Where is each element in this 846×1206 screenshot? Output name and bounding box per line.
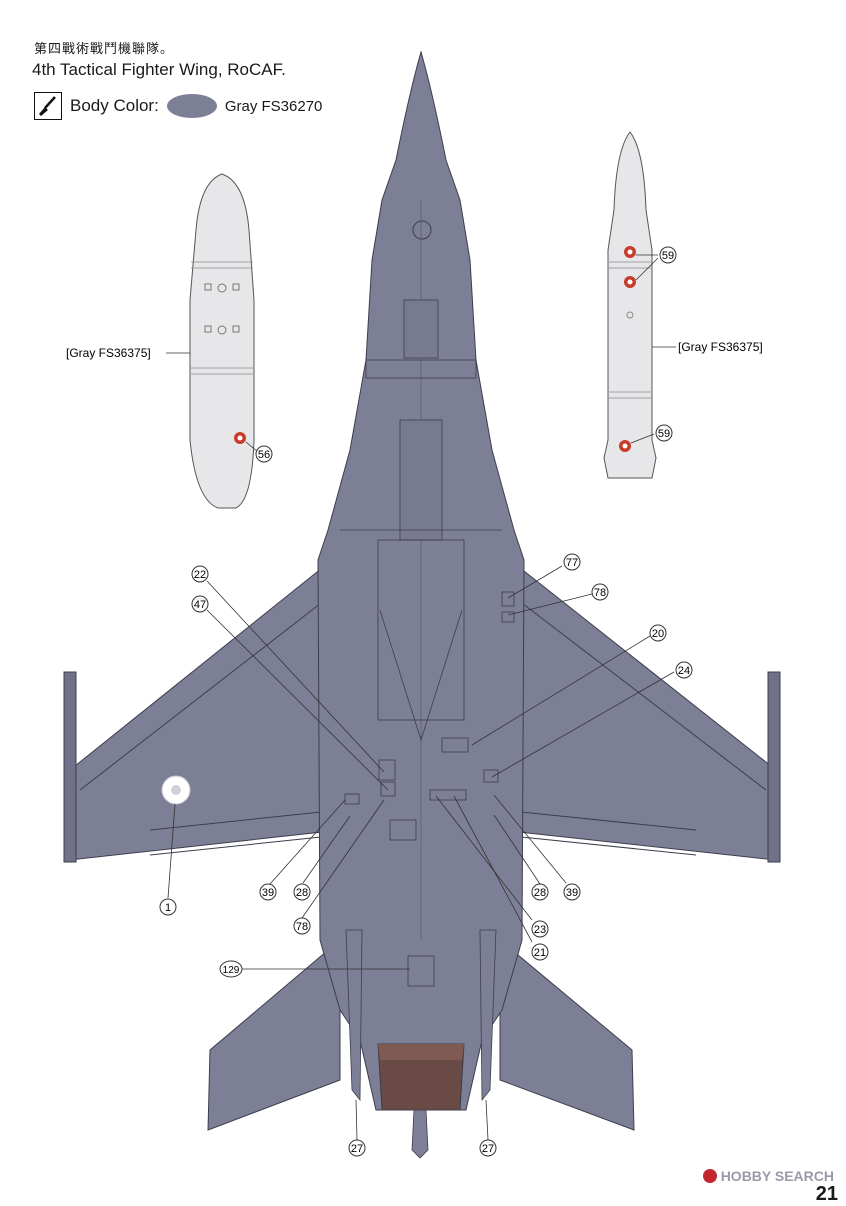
svg-text:47: 47 <box>194 599 206 611</box>
svg-text:20: 20 <box>652 628 664 640</box>
svg-text:28: 28 <box>534 887 546 899</box>
unit-title-chinese: 第四戰術戰鬥機聯隊。 <box>34 42 175 57</box>
paintbrush-icon <box>34 92 62 120</box>
body-color-value: Gray FS36270 <box>224 97 323 115</box>
callout-markers: 56 59 59 22 47 77 78 20 24 1 39 28 78 28… <box>159 246 693 1157</box>
callout-129: 129 <box>219 960 243 978</box>
callout-78-bottom: 78 <box>293 917 311 935</box>
svg-text:21: 21 <box>534 947 546 959</box>
callout-27-right: 27 <box>479 1139 497 1157</box>
page-number: 21 <box>815 1183 838 1205</box>
callout-59-bottom: 59 <box>655 424 673 442</box>
svg-text:23: 23 <box>534 924 546 936</box>
svg-text:129: 129 <box>223 965 240 976</box>
right-tank-color-label: [Gray FS36375] <box>678 340 763 354</box>
watermark: HOBBY SEARCH <box>702 1168 834 1184</box>
aircraft-underside <box>63 50 781 1159</box>
svg-text:27: 27 <box>351 1143 363 1155</box>
svg-text:39: 39 <box>262 887 274 899</box>
callout-21: 21 <box>531 943 549 961</box>
callout-24: 24 <box>675 661 693 679</box>
callout-78-top: 78 <box>591 583 609 601</box>
svg-text:77: 77 <box>566 557 578 569</box>
callout-28-left: 28 <box>293 883 311 901</box>
watermark-text: HOBBY SEARCH <box>720 1168 834 1184</box>
callout-27-left: 27 <box>348 1139 366 1157</box>
hobby-search-logo-icon <box>702 1169 717 1183</box>
callout-56: 56 <box>255 445 273 463</box>
svg-text:1: 1 <box>165 902 171 914</box>
svg-text:24: 24 <box>678 665 690 677</box>
svg-text:56: 56 <box>258 449 270 461</box>
callout-77: 77 <box>563 553 581 571</box>
svg-text:22: 22 <box>194 569 206 581</box>
left-tank-color-label: [Gray FS36375] <box>66 346 151 360</box>
callout-28-right: 28 <box>531 883 549 901</box>
leader-lines <box>167 565 675 1141</box>
callout-1: 1 <box>159 898 177 916</box>
body-color-row: Body Color: Gray FS36270 <box>34 90 322 122</box>
body-color-swatch <box>166 94 217 118</box>
callout-59-top: 59 <box>659 246 677 264</box>
callout-20: 20 <box>649 624 667 642</box>
svg-text:59: 59 <box>662 250 674 262</box>
unit-title-english: 4th Tactical Fighter Wing, RoCAF. <box>32 60 286 79</box>
svg-text:78: 78 <box>594 587 606 599</box>
svg-text:27: 27 <box>482 1143 494 1155</box>
callout-22: 22 <box>191 565 209 583</box>
left-drop-tank <box>166 173 259 509</box>
body-color-label: Body Color: <box>70 96 159 115</box>
svg-text:59: 59 <box>658 428 670 440</box>
right-drop-tank <box>603 131 676 479</box>
callout-39-right: 39 <box>563 883 581 901</box>
callout-23: 23 <box>531 920 549 938</box>
callout-47: 47 <box>191 595 209 613</box>
svg-text:28: 28 <box>296 887 308 899</box>
svg-text:39: 39 <box>566 887 578 899</box>
callout-39-left: 39 <box>259 883 277 901</box>
svg-text:78: 78 <box>296 921 308 933</box>
